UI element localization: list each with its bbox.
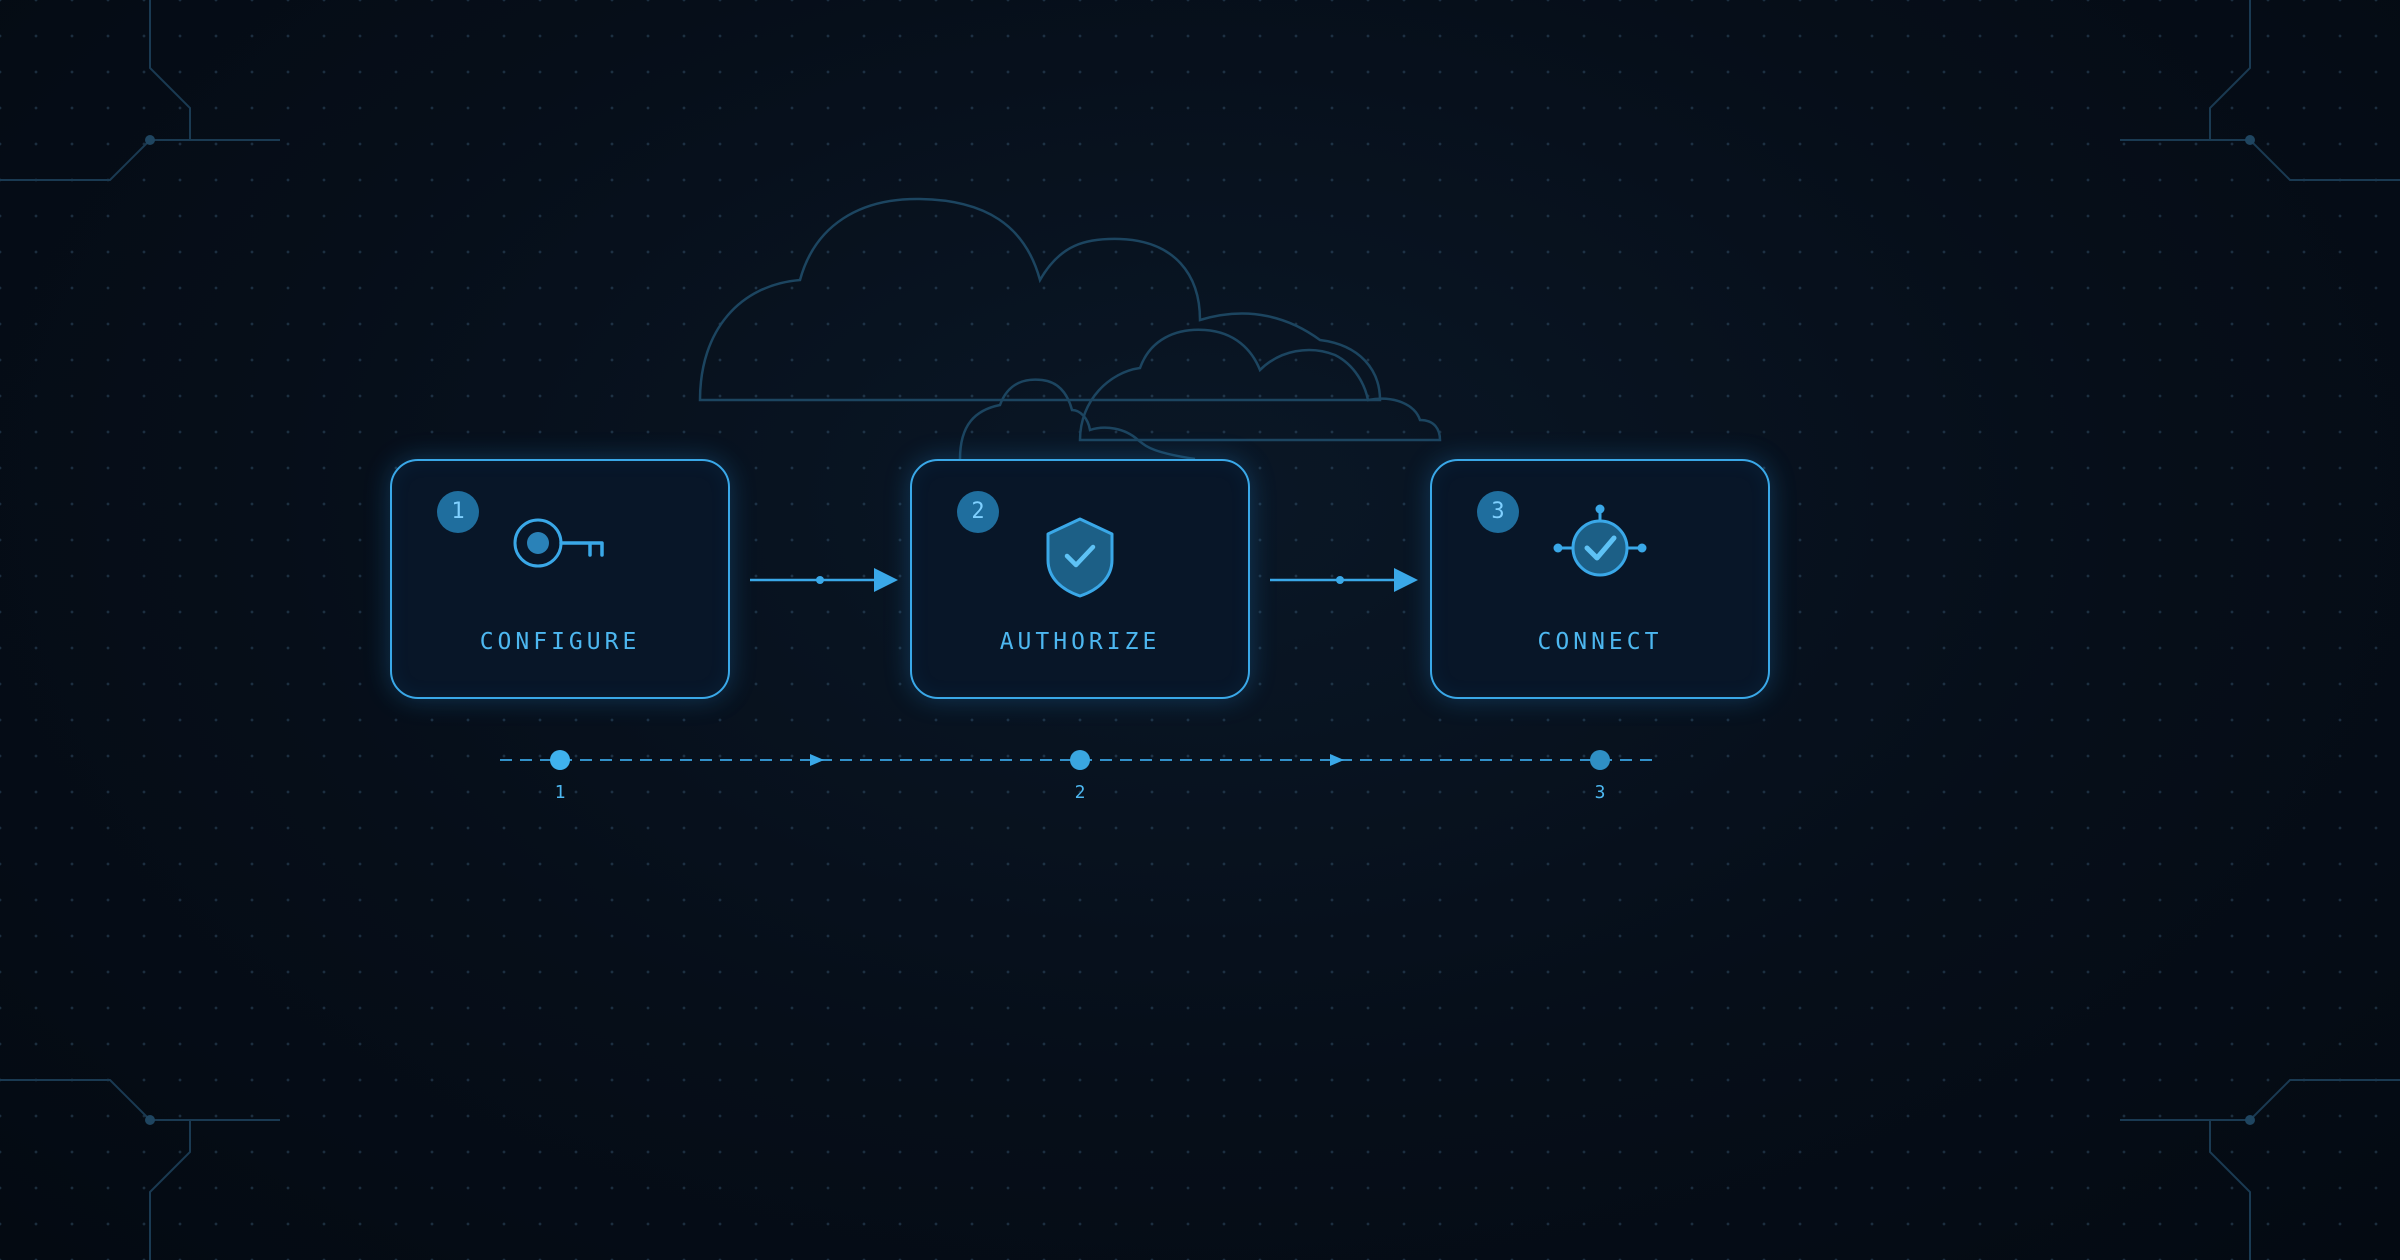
flow-arrow-2-to-3 — [1270, 568, 1418, 592]
cloud-small — [958, 378, 1196, 461]
corner-node-top-right — [2245, 135, 2255, 145]
timeline-node-1 — [550, 750, 570, 770]
key-icon — [513, 518, 604, 568]
timeline-node-2 — [1070, 750, 1090, 770]
timeline-node-3 — [1590, 750, 1610, 770]
corner-node-top-left — [145, 135, 155, 145]
connected-node-check-icon — [1553, 504, 1647, 577]
timeline-label: 3 — [1594, 782, 1606, 803]
step-label: CONFIGURE — [479, 629, 641, 655]
step-badge: 2 — [957, 491, 999, 533]
corner-node-bottom-left — [145, 1115, 155, 1125]
flow-arrow-1-to-2 — [750, 568, 898, 592]
timeline-label: 2 — [1074, 782, 1086, 803]
shield-check-icon — [1046, 517, 1114, 598]
step-card-configure: 1 CONFIGURE — [390, 459, 730, 699]
cloud-medium — [1078, 328, 1442, 442]
corner-circuit-top-right — [2120, 0, 2400, 181]
timeline-arrow — [810, 754, 824, 766]
timeline-arrow — [1330, 754, 1344, 766]
timeline — [500, 750, 1655, 770]
step-card-connect: 3 CONNECT — [1430, 459, 1770, 699]
step-card-authorize: 2 AUTHORIZE — [910, 459, 1250, 699]
step-badge: 1 — [437, 491, 479, 533]
timeline-label: 1 — [554, 782, 566, 803]
corner-circuit-bottom-right — [2120, 1079, 2400, 1260]
step-badge: 3 — [1477, 491, 1519, 533]
step-label: CONNECT — [1537, 629, 1663, 655]
corner-node-bottom-right — [2245, 1115, 2255, 1125]
cloud-large — [698, 197, 1382, 402]
corner-circuit-top-left — [0, 0, 280, 181]
step-label: AUTHORIZE — [999, 629, 1161, 655]
corner-circuit-bottom-left — [0, 1079, 280, 1260]
cloud-outlines — [698, 197, 1442, 461]
